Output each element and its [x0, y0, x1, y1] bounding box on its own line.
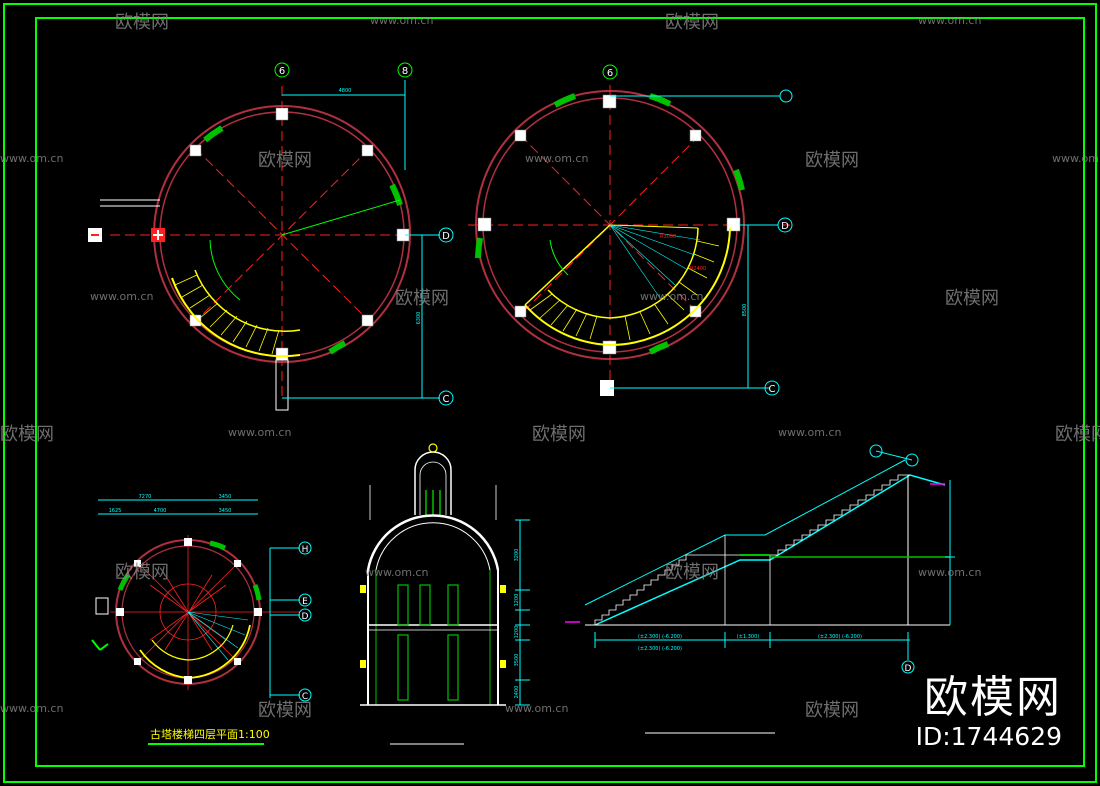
small-plan-view [91, 499, 312, 745]
dim-small-total1: 7270 [139, 494, 152, 500]
watermark-brand: 欧模网 [945, 288, 999, 309]
watermark-logo-text: 欧模网 [924, 672, 1062, 723]
outer-frame [3, 3, 1097, 783]
inner-frame [35, 17, 1085, 767]
watermark-id: ID:1744629 [915, 722, 1062, 751]
watermark-brand: 欧模网 [115, 12, 169, 33]
dim-sec-a: 3200 [514, 549, 520, 562]
watermark-url: www.om.cn [228, 426, 291, 439]
dim-plan1-side: 6300 [416, 312, 422, 325]
watermark-url: www.om.cn [365, 566, 428, 579]
dim-small-b: 4700 [154, 508, 167, 514]
dim-small-c: 3450 [219, 508, 232, 514]
stair-elevation-view [565, 444, 955, 734]
watermark-brand: 欧模网 [0, 424, 54, 445]
small-plan-title: 古塔楼梯四层平面1:100 [150, 727, 270, 741]
watermark-brand: 欧模网 [805, 150, 859, 171]
dim-stair-a: (±2.300) (-6.200) [638, 634, 682, 640]
grid-bubble-d-2: D [781, 221, 789, 232]
watermark-brand: 欧模网 [115, 562, 169, 583]
plan-view-2 [468, 64, 793, 396]
dim-small-total2: 3450 [219, 494, 232, 500]
dim-plan2-radius: R3000 [660, 234, 676, 240]
dim-plan1-top: 4800 [339, 88, 352, 94]
dim-sec-c: 3500 [514, 654, 520, 667]
watermark-url: www.om.cn [370, 14, 433, 27]
dim-stair-c: (±2.300) (-6.200) [818, 634, 862, 640]
watermark-url: www.om.cn [778, 426, 841, 439]
watermark-brand: 欧模网 [258, 700, 312, 721]
watermark-url: www.om.cn [0, 702, 63, 715]
dim-plan2-inner: R2400 [690, 266, 706, 272]
grid-bubble-e: E [302, 597, 308, 607]
watermark-url: www.om.cn [505, 702, 568, 715]
grid-bubble-d-1: D [442, 231, 450, 242]
watermark-brand: 欧模网 [532, 424, 586, 445]
watermark-url: www.om.cn [1052, 152, 1100, 165]
watermark-brand: 欧模网 [258, 150, 312, 171]
dim-sec-d: 1200 [514, 626, 520, 639]
watermark-url: www.om.cn [525, 152, 588, 165]
dim-stair-d: (±2.300) (-6.200) [638, 646, 682, 652]
watermark-brand: 欧模网 [1055, 424, 1100, 445]
watermark-brand: 欧模网 [805, 700, 859, 721]
watermark-brand: 欧模网 [395, 288, 449, 309]
watermark-url: www.om.cn [640, 290, 703, 303]
watermark-url: www.om.cn [90, 290, 153, 303]
dim-stair-b: (±1.300) [737, 634, 759, 640]
dim-plan2-side: 8500 [742, 304, 748, 317]
watermark-url: www.om.cn [918, 14, 981, 27]
section-view [360, 443, 530, 745]
dim-small-a: 1625 [109, 508, 122, 514]
watermark-brand: 欧模网 [665, 12, 719, 33]
grid-bubble-c-1: C [443, 394, 450, 405]
watermark-brand: 欧模网 [665, 562, 719, 583]
dim-sec-b: 1200 [514, 594, 520, 607]
grid-bubble-8: 8 [402, 66, 408, 77]
watermark-url: www.om.cn [0, 152, 63, 165]
grid-bubble-d-3: D [302, 612, 309, 622]
grid-bubble-c-3: C [302, 692, 308, 702]
grid-bubble-6a: 6 [279, 66, 285, 77]
grid-bubble-c-2: C [769, 384, 776, 395]
grid-bubble-h: H [302, 545, 309, 555]
watermark-layer: 欧模网 www.om.cn 欧模网 www.om.cn www.om.cn 欧模… [0, 12, 1100, 721]
grid-bubble-d-4: D [905, 664, 912, 674]
grid-bubble-6b: 6 [607, 68, 613, 79]
watermark-url: www.om.cn [918, 566, 981, 579]
dim-sec-e: 2400 [514, 686, 520, 699]
plan-view-1 [88, 62, 454, 411]
